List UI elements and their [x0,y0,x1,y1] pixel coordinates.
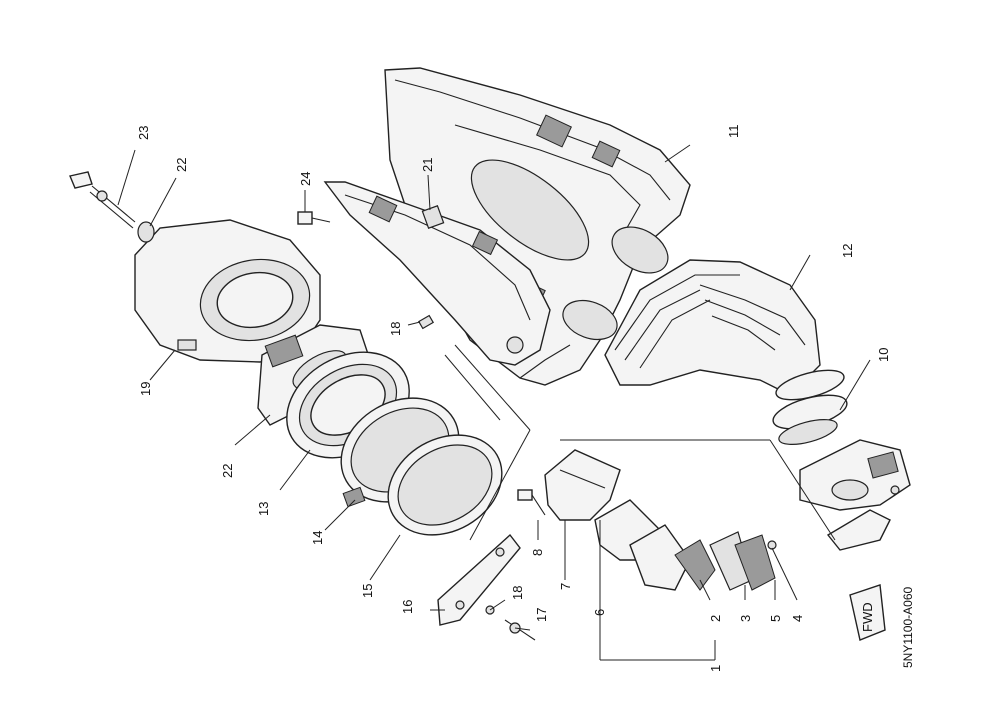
leader-lines [117,144,871,661]
intake-boot [604,259,821,396]
carburetor [799,439,911,551]
screw [504,619,536,641]
label-19: 19 [138,382,153,396]
screw-24 [297,211,331,225]
label-14: 14 [310,531,325,545]
bolt [517,489,546,516]
label-21: 23 [136,126,151,140]
label-13: 13 [256,502,271,516]
label-11: 11 [726,125,741,139]
label-17: 17 [534,608,549,622]
label-18b: 18 [510,586,525,600]
label-3: 3 [738,615,753,622]
label-12: 12 [840,244,855,258]
label-18a: 18 [388,322,403,336]
label-4: 4 [790,615,805,622]
air-filter-element [134,219,321,363]
fwd-arrow-icon: FWD [849,584,886,641]
bracket [437,533,521,626]
clamp-rings [772,369,848,445]
label-10: 10 [876,348,891,362]
label-7: 7 [558,583,573,590]
label-8: 8 [530,549,545,556]
label-15: 15 [360,584,375,598]
label-23: 21 [420,158,435,172]
label-2: 2 [708,615,723,622]
part-labels: 23 22 24 21 11 12 10 18 19 22 13 14 15 1… [136,125,915,673]
label-5: 5 [768,615,783,622]
gasket-ring [387,434,503,536]
wing-bolt [69,171,136,229]
clip [417,314,435,330]
label-16: 16 [400,600,415,614]
reed-valve-assembly [544,449,777,591]
diagram-code: 5NY1100-A060 [901,587,915,668]
label-1: 1 [708,665,723,672]
label-6: 6 [592,609,607,616]
label-24: 24 [298,172,313,186]
washer [137,221,155,243]
label-22: 22 [220,464,235,478]
label-20: 22 [174,158,189,172]
air-box-cover [323,181,551,366]
fwd-label: FWD [860,602,875,632]
